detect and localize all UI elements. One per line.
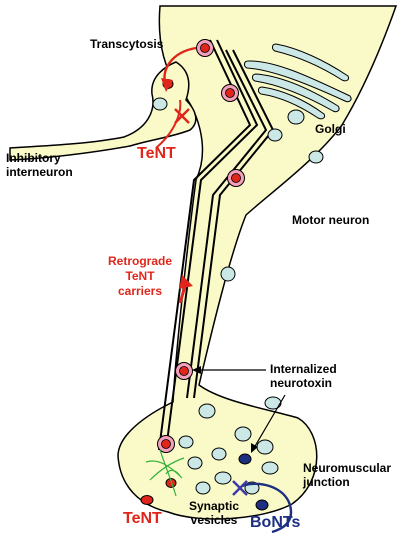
label-inhibitory-interneuron: Inhibitory interneuron [6,151,73,179]
block-x-blue [232,480,248,496]
label-retrograde-carriers: Retrograde TeNT carriers [107,254,172,298]
muscle-fibers [145,449,185,497]
internalized-pointer-2-head [251,443,258,453]
label-neuromuscular-junction: Neuromuscular junction [303,461,392,489]
microtubule-tracks [158,39,275,451]
label-internalized-neurotoxin: Internalized neurotoxin [270,362,337,390]
tent-carrier [196,39,214,57]
label-motor-neuron: Motor neuron [292,213,370,227]
bont-curve [241,482,293,534]
label-synaptic-vesicles: Synaptic vesicles [188,499,239,527]
label-golgi: Golgi [315,122,346,136]
tent-carrier [157,435,175,453]
tent-carriers [157,39,245,453]
tent-carrier [175,362,193,380]
block-x-red [174,108,190,124]
golgi-stack [244,43,352,120]
transcytosis-arrowhead [161,78,173,92]
bont-molecules [238,453,269,511]
tent-carrier [221,84,239,102]
label-transcytosis: Transcytosis [90,37,164,51]
retrograde-arrowhead [179,275,193,289]
label-bonts: BoNTs [250,514,301,531]
tent-carrier [227,169,245,187]
label-tent-bottom: TeNT [123,510,162,527]
internalized-pointer-head [192,366,201,374]
internalized-pointer-2 [253,394,286,449]
label-tent-top: TeNT [137,145,176,162]
